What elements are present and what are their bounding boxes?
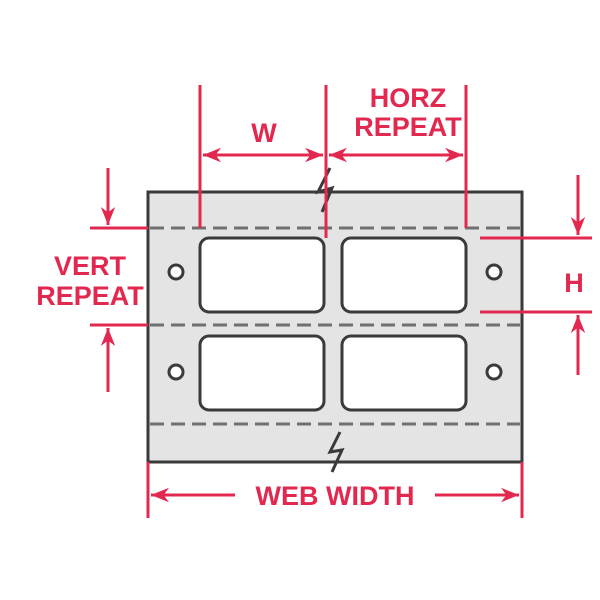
horz-repeat-label-line2: REPEAT (354, 112, 462, 142)
labels-grid (198, 236, 468, 412)
label-cell (340, 334, 468, 412)
label-cell (198, 334, 326, 412)
web-width-label: WEB WIDTH (256, 481, 415, 511)
label-cell (198, 236, 326, 314)
vert-repeat-label-line2: REPEAT (36, 281, 144, 311)
w-label: W (251, 118, 277, 148)
h-label: H (564, 268, 584, 298)
horz-repeat-label-line1: HORZ (370, 83, 447, 113)
sprocket-holes (167, 263, 503, 381)
dimension-lines (90, 85, 592, 518)
vert-repeat-label-line1: VERT (54, 251, 127, 281)
label-cell (340, 236, 468, 314)
label-web (146, 190, 524, 464)
